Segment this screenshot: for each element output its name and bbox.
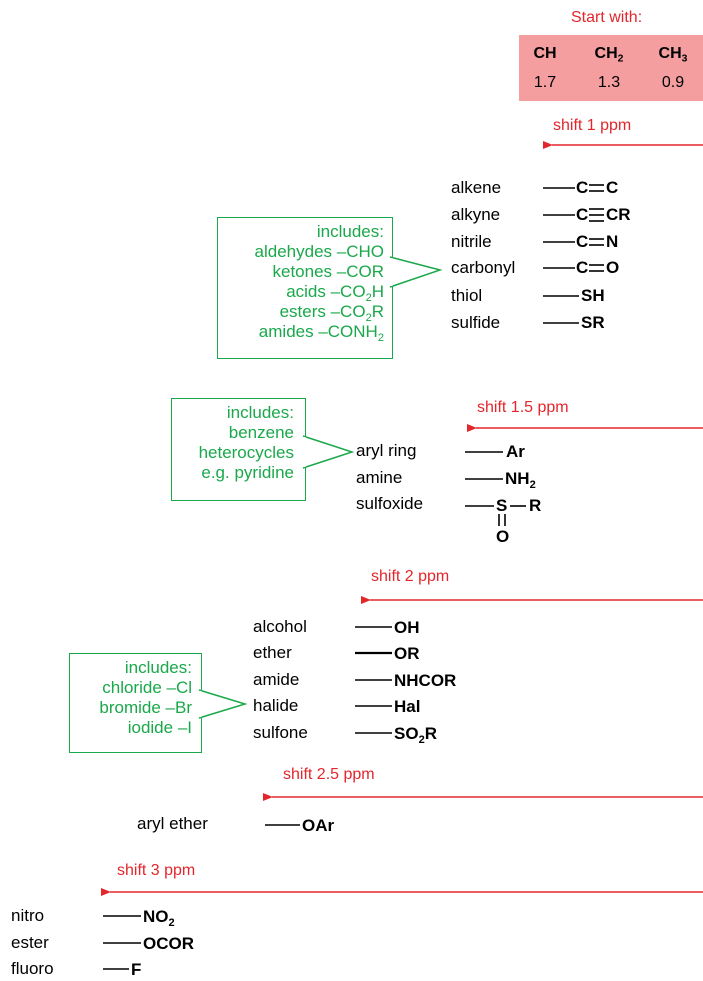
group-alcohol: OH xyxy=(394,618,420,637)
group-alkene-c1: C xyxy=(576,178,589,197)
label-alcohol: alcohol xyxy=(253,617,307,636)
group-fluoro: F xyxy=(131,960,142,979)
group-nitrile-c: C xyxy=(576,232,589,251)
label-halide: halide xyxy=(253,696,299,715)
label-ester: ester xyxy=(11,933,49,952)
value-ch2: 1.3 xyxy=(597,74,621,91)
shift-label-1: shift 1 ppm xyxy=(553,117,632,134)
group-sulfoxide-o: O xyxy=(496,527,510,546)
group-sulfide: SR xyxy=(581,313,605,332)
label-fluoro: fluoro xyxy=(11,959,54,978)
label-nitro: nitro xyxy=(11,906,45,925)
group-amide: NHCOR xyxy=(394,671,457,690)
label-alkene: alkene xyxy=(451,178,502,197)
label-carbonyl: carbonyl xyxy=(451,258,516,277)
start-title: Start with: xyxy=(571,9,643,26)
group-aryl-ether: OAr xyxy=(302,816,335,835)
shift-label-2: shift 2 ppm xyxy=(371,568,450,585)
group-ester: OCOR xyxy=(143,934,194,953)
shift-label-1-5: shift 1.5 ppm xyxy=(477,399,569,416)
aryl-callout-text: includes: benzene heterocycles e.g. pyri… xyxy=(198,403,294,482)
header-ch2: CH2 xyxy=(594,45,624,65)
group-aryl: Ar xyxy=(506,442,525,461)
value-ch: 1.7 xyxy=(533,74,557,91)
group-ether: OR xyxy=(394,644,420,663)
label-aryl-ether: aryl ether xyxy=(137,814,208,833)
group-thiol: SH xyxy=(581,286,605,305)
group-alkyne-cr: CR xyxy=(606,205,631,224)
label-sulfide: sulfide xyxy=(451,313,501,332)
header-ch: CH xyxy=(533,45,557,62)
label-ether: ether xyxy=(253,643,292,662)
group-nitro: NO2 xyxy=(143,907,175,929)
group-carbonyl-c: C xyxy=(576,258,589,277)
value-ch3: 0.9 xyxy=(661,74,685,91)
group-sulfone: SO2R xyxy=(394,724,437,746)
group-alkene-c2: C xyxy=(606,178,619,197)
label-alkyne: alkyne xyxy=(451,205,501,224)
group-sulfoxide-s: S xyxy=(496,496,508,515)
label-thiol: thiol xyxy=(451,286,483,305)
group-halide: Hal xyxy=(394,697,421,716)
aryl-callout-box xyxy=(171,398,306,501)
label-amine: amine xyxy=(356,468,403,487)
shift-label-3: shift 3 ppm xyxy=(117,862,196,879)
carbonyl-callout-text: includes: aldehydes –CHO ketones –COR ac… xyxy=(254,222,384,344)
group-carbonyl-o: O xyxy=(606,258,620,277)
label-nitrile: nitrile xyxy=(451,232,492,251)
group-alkyne-c: C xyxy=(576,205,589,224)
label-amide: amide xyxy=(253,670,300,689)
halide-callout-box xyxy=(69,653,202,753)
group-amine: NH2 xyxy=(505,469,536,491)
label-aryl-ring: aryl ring xyxy=(356,441,417,460)
group-nitrile-n: N xyxy=(606,232,619,251)
header-ch3: CH3 xyxy=(658,45,688,65)
label-sulfone: sulfone xyxy=(253,723,308,742)
label-sulfoxide: sulfoxide xyxy=(356,494,424,513)
group-sulfoxide-r: R xyxy=(529,496,542,515)
halide-callout-text: includes: chloride –Cl bromide –Br iodid… xyxy=(99,658,192,737)
carbonyl-callout-box xyxy=(217,217,393,359)
start-table: CH CH2 CH3 1.7 1.3 0.9 xyxy=(519,35,703,101)
shift-label-2-5: shift 2.5 ppm xyxy=(283,766,375,783)
